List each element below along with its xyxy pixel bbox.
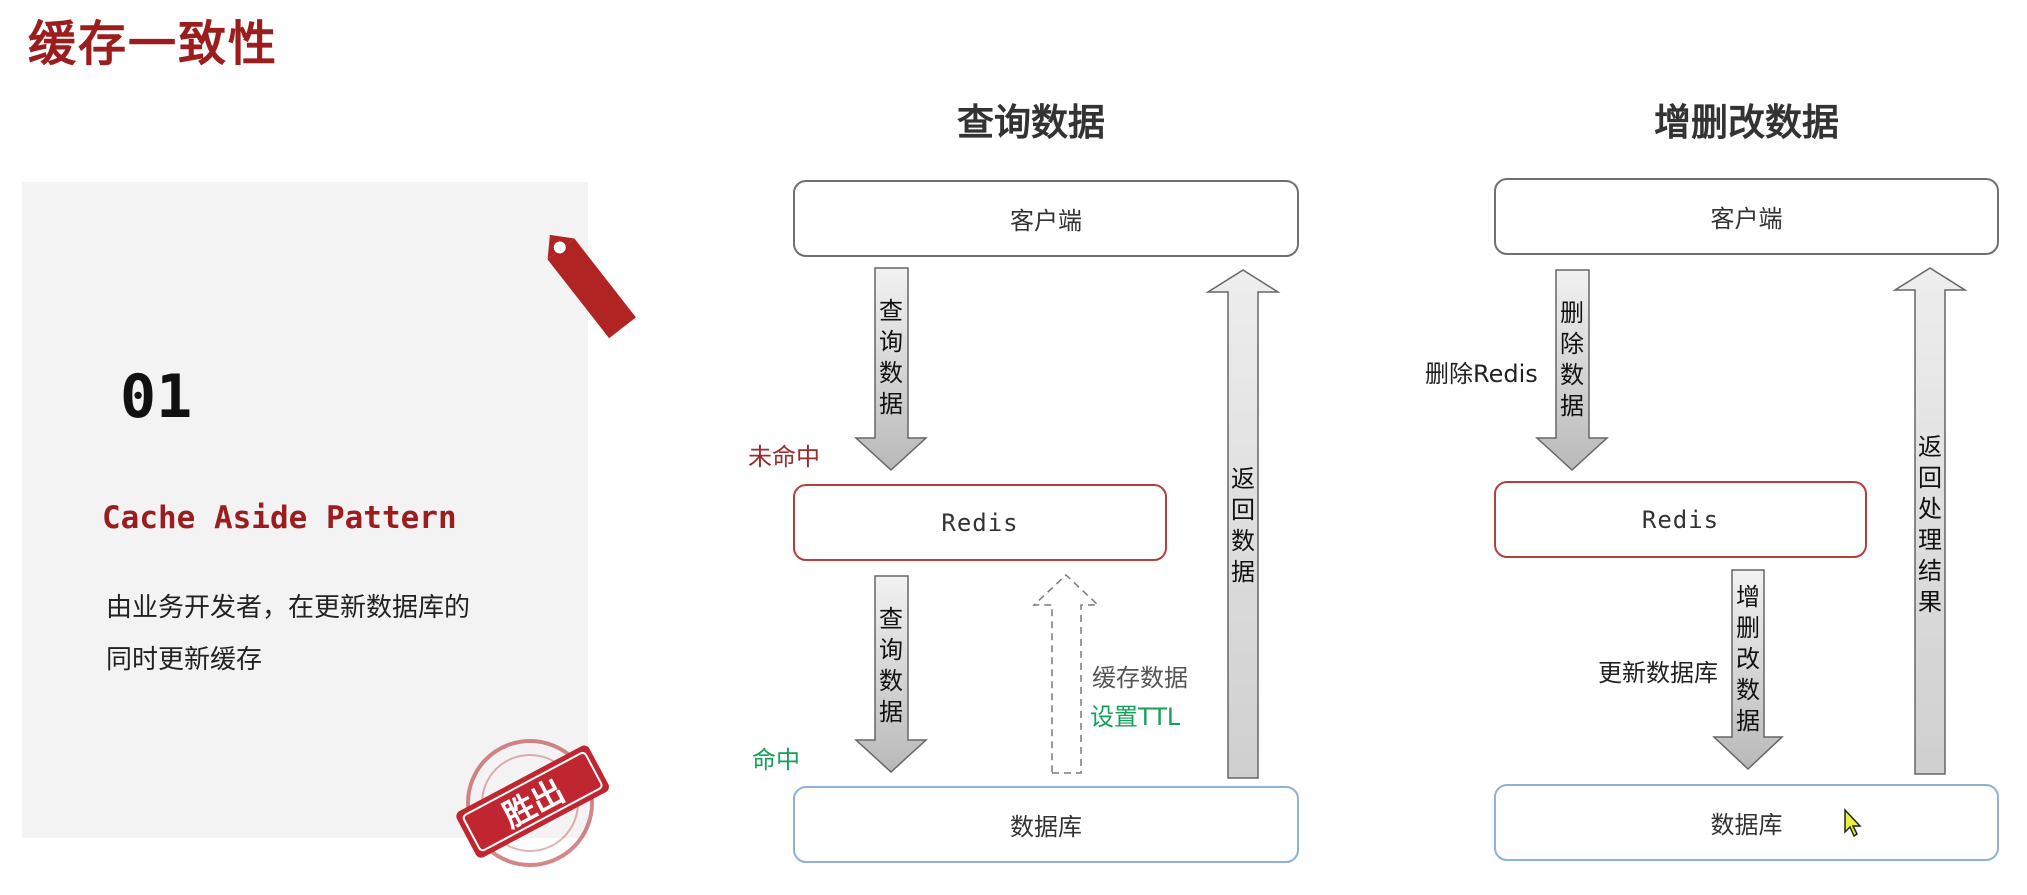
- card-number: 01: [120, 362, 193, 432]
- page-title: 缓存一致性: [28, 16, 279, 72]
- pattern-card: 01 Cache Aside Pattern 由业务开发者，在更新数据库的 同时…: [22, 182, 588, 838]
- query-arrow-top-text: 查询数据: [879, 297, 903, 418]
- card-subtitle: Cache Aside Pattern: [102, 500, 457, 536]
- update-db-arrow-text: 增删改数据: [1736, 583, 1760, 735]
- set-ttl-label: 设置TTL: [1090, 703, 1181, 731]
- update-client-box: 客户端: [1494, 178, 1999, 255]
- update-delete-arrow: [1535, 269, 1609, 472]
- update-return-text: 返回处理结果: [1918, 433, 1942, 616]
- update-client-label: 客户端: [1710, 205, 1783, 233]
- query-db-label: 数据库: [1010, 813, 1082, 841]
- query-arrow-bottom-text: 查询数据: [879, 605, 903, 726]
- update-db-label: 数据库: [1710, 811, 1783, 839]
- cache-miss-label: 未命中: [748, 443, 820, 471]
- mouse-cursor-icon: [1844, 808, 1862, 838]
- update-diagram-title: 增删改数据: [1654, 101, 1839, 144]
- price-tag-icon: [547, 234, 636, 339]
- update-db-box: 数据库: [1494, 784, 1999, 861]
- query-down-arrow-bottom: [854, 575, 928, 774]
- query-db-box: 数据库: [793, 786, 1299, 863]
- cache-hit-label: 命中: [752, 746, 800, 774]
- update-db-label-side: 更新数据库: [1598, 659, 1718, 687]
- update-db-arrow: [1712, 569, 1784, 771]
- query-down-arrow-top: [854, 267, 928, 472]
- query-diagram-title: 查询数据: [957, 101, 1105, 144]
- query-return-text: 返回数据: [1231, 465, 1255, 586]
- query-client-label: 客户端: [1010, 207, 1082, 235]
- update-delete-arrow-text: 删除数据: [1560, 299, 1584, 420]
- update-redis-box: Redis: [1494, 481, 1867, 558]
- query-client-box: 客户端: [793, 180, 1299, 257]
- cache-data-label: 缓存数据: [1092, 664, 1188, 692]
- query-return-arrow: [1205, 269, 1281, 779]
- query-redis-box: Redis: [793, 484, 1167, 561]
- card-description-line1: 由业务开发者，在更新数据库的: [106, 593, 471, 623]
- winner-stamp-icon: 胜出: [456, 739, 609, 867]
- card-description-line2: 同时更新缓存: [106, 645, 263, 675]
- card-description: 由业务开发者，在更新数据库的 同时更新缓存: [106, 582, 470, 686]
- update-return-arrow: [1892, 267, 1968, 775]
- delete-redis-label: 删除Redis: [1425, 360, 1538, 388]
- update-redis-label: Redis: [1641, 505, 1720, 534]
- query-redis-label: Redis: [941, 508, 1019, 537]
- cache-dashed-arrow: [1032, 573, 1100, 774]
